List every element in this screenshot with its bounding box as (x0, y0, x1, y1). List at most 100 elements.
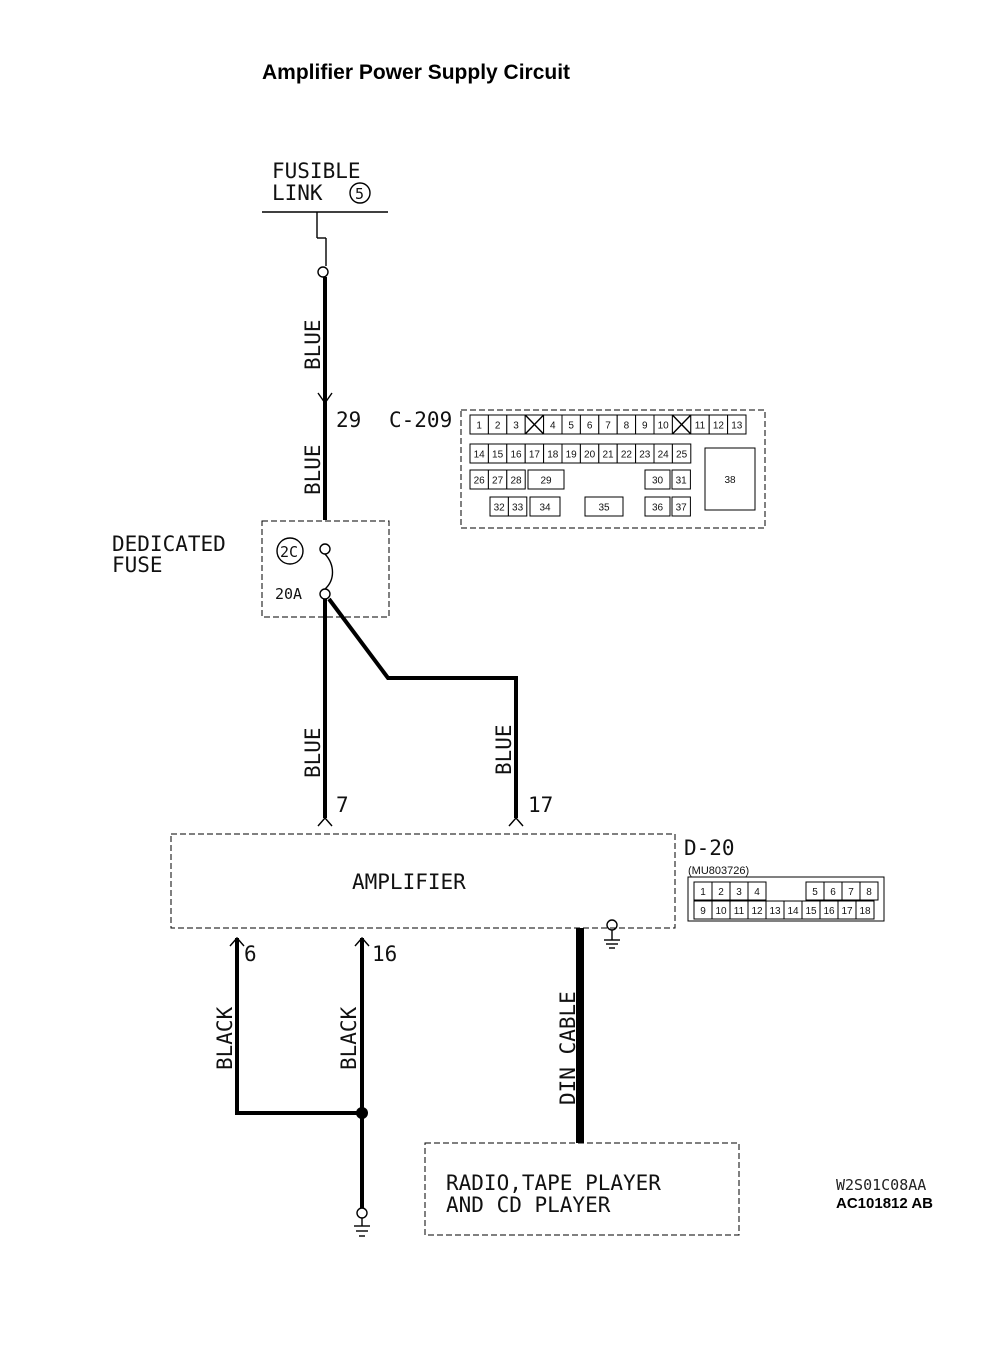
d20-pin-13: 13 (769, 906, 781, 917)
fuse-number-circle (276, 537, 304, 565)
dedicated-fuse: DEDICATED FUSE 2C 20A (112, 520, 390, 618)
c209-pin-1: 1 (476, 421, 482, 432)
wire-ground-right-label: BLACK (337, 1006, 361, 1070)
c209-pin-38: 38 (724, 475, 736, 486)
fusible-link-number: 5 (355, 185, 364, 203)
c209-pin-26: 26 (474, 476, 486, 487)
d20-pin-11: 11 (734, 906, 745, 917)
c209-pin-32: 32 (494, 503, 506, 514)
d20-pin-8: 8 (866, 887, 872, 898)
c209-pin-35-cell (584, 496, 624, 517)
connector-d20-name: D-20 (684, 836, 735, 860)
connector-d20-part: (MU803726) (688, 865, 749, 877)
d20-pin-2: 2 (718, 887, 724, 898)
wire-left-to-amp-label: BLUE (301, 727, 325, 778)
connector-c209-pin: 29 (336, 408, 361, 432)
c209-pin-37: 37 (676, 503, 688, 514)
c209-pin-23: 23 (639, 450, 651, 461)
fusible-link-label-line1: FUSIBLE (272, 159, 361, 183)
fusible-link-number-circle (349, 182, 371, 204)
c209-pin-34: 34 (539, 503, 551, 514)
c209-pin-9: 9 (642, 421, 648, 432)
blank-pin-cross (671, 414, 692, 435)
c209-pin-22: 22 (621, 450, 633, 461)
d20-pin-12: 12 (751, 906, 763, 917)
c209-pin-17: 17 (529, 450, 541, 461)
fuse-terminal-bottom (319, 588, 331, 600)
c209-pin-29: 29 (540, 476, 552, 487)
connector-d20-outline (687, 876, 885, 922)
d20-pin-4-cell (747, 881, 767, 901)
d20-pin-9: 9 (700, 906, 706, 917)
c209-pin-30: 30 (652, 476, 664, 487)
c209-pin-31-cell (671, 469, 691, 490)
fuse-number: 2C (280, 543, 298, 561)
fuse-label-line2: FUSE (112, 553, 163, 577)
amp-pin17: 17 (528, 793, 553, 817)
c209-pin-28: 28 (510, 476, 522, 487)
wire-right-to-amp (327, 597, 518, 818)
c209-pin-34-cell (529, 496, 561, 517)
blank-pin-cross (524, 414, 545, 435)
c209-pin-15: 15 (492, 450, 504, 461)
fusible-link-terminal (317, 266, 329, 278)
c209-pin-36: 36 (652, 503, 664, 514)
c209-pin-11: 11 (695, 421, 706, 432)
amp-pin17-arrow (508, 816, 524, 827)
c209-pin-13: 13 (731, 421, 743, 432)
c209-pin-19: 19 (566, 450, 578, 461)
d20-pin-10: 10 (715, 906, 727, 917)
c209-pin-25-cell (671, 443, 692, 464)
d20-pin-14: 14 (787, 906, 799, 917)
wire-top-blue-label: BLUE (301, 319, 325, 370)
fuse-terminal-top (319, 543, 331, 555)
c209-pin-12: 12 (713, 421, 725, 432)
wire-right-to-amp-label: BLUE (492, 724, 516, 775)
radio-label-line2: AND CD PLAYER (446, 1193, 611, 1217)
fuse-element (324, 553, 334, 590)
c209-pin-36-cell (644, 496, 671, 517)
connector-c209-name: C-209 (389, 408, 452, 432)
d20-pin-16: 16 (823, 906, 835, 917)
amp-pin6-arrow (229, 936, 245, 947)
din-cable-label: DIN CABLE (556, 991, 580, 1105)
c209-pin-37-cell (671, 496, 691, 517)
c209-pin-7: 7 (605, 421, 611, 432)
c209-pin-24: 24 (658, 450, 670, 461)
radio-tape-cd-player: RADIO,TAPE PLAYER AND CD PLAYER (424, 1142, 740, 1236)
wire-ground-left-label: BLACK (213, 1006, 237, 1070)
c209-pin-10: 10 (658, 421, 670, 432)
amp-pin7: 7 (336, 793, 349, 817)
c209-pin-13-cell (727, 414, 747, 435)
d20-pin-18: 18 (859, 906, 871, 917)
c209-pin-3: 3 (513, 421, 519, 432)
connector-c209-outline (460, 409, 766, 529)
amplifier-box (170, 833, 676, 929)
amp-pin6: 6 (244, 942, 257, 966)
c209-pin-29-cell (527, 469, 565, 490)
ground-icon (354, 1207, 370, 1237)
c209-pin-8: 8 (624, 421, 630, 432)
c209-pin-2: 2 (495, 421, 501, 432)
c209-pin-38-cell (704, 447, 756, 511)
fusible-link-label-line2: LINK (272, 181, 323, 205)
d20-pin-7: 7 (848, 887, 854, 898)
d20-pin-18-cell (855, 900, 875, 920)
amplifier: AMPLIFIER (170, 833, 676, 949)
c209-pin-33: 33 (512, 503, 524, 514)
radio-label-line1: RADIO,TAPE PLAYER (446, 1171, 661, 1195)
fusible-link: FUSIBLE LINK 5 (262, 159, 388, 278)
c209-pin-27: 27 (492, 476, 504, 487)
c209-pin-14: 14 (474, 450, 486, 461)
diagram-code-1: W2S01C08AA (836, 1176, 926, 1194)
fuse-label-line1: DEDICATED (112, 532, 226, 556)
d20-pin-4: 4 (754, 887, 760, 898)
d20-pin-6: 6 (830, 887, 836, 898)
c209-pin-31: 31 (676, 476, 688, 487)
d20-pin-15: 15 (805, 906, 817, 917)
wire-ground-left (235, 938, 362, 1115)
wire-mid-blue-label: BLUE (301, 444, 325, 495)
